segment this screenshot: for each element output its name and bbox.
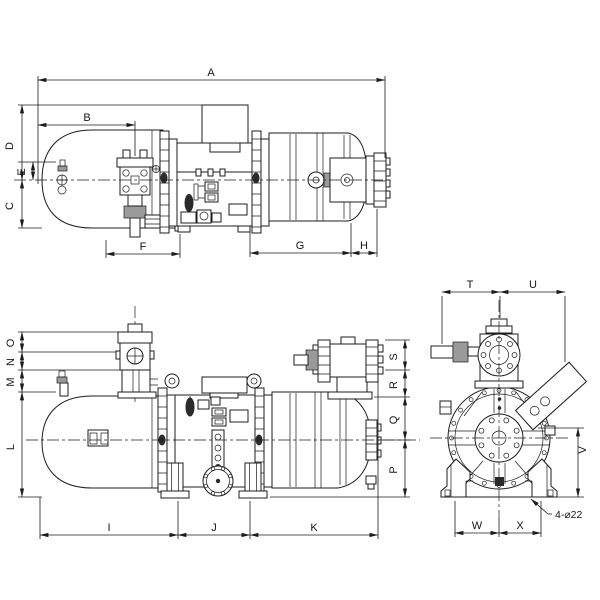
motor-housing-front: [271, 391, 382, 490]
mounting-feet: [160, 462, 268, 499]
dim-label-R: R: [388, 381, 400, 389]
compressor-body: [159, 104, 270, 234]
dim-label-S: S: [388, 353, 400, 360]
end-elevation-view: T U V W X 4-⌀22: [430, 279, 589, 537]
lifting-eye: [246, 373, 262, 389]
service-valve-tower: [115, 306, 158, 402]
dim-label-J: J: [211, 522, 217, 534]
terminal-box-front: [201, 376, 248, 394]
hole-callout: 4-⌀22: [530, 498, 582, 521]
suction-valve-end: [430, 318, 524, 389]
dim-label-K: K: [310, 522, 318, 534]
dim-label-P: P: [388, 466, 400, 473]
dim-label-D: D: [4, 142, 16, 150]
lifting-eye: [164, 373, 180, 389]
dim-label-W: W: [472, 520, 483, 532]
dim-label-G: G: [296, 240, 305, 252]
front-elevation-view: O N M L I J K S R Q P: [5, 306, 420, 539]
dim-label-B: B: [83, 112, 90, 124]
hole-note-label: 4-⌀22: [555, 509, 582, 521]
dim-label-F: F: [140, 241, 147, 253]
suction-valve-front: [293, 336, 384, 400]
dim-label-T: T: [467, 279, 474, 291]
junction-box: [514, 361, 588, 431]
terminal-box: [201, 104, 249, 144]
oil-separator-tank-front: [41, 370, 163, 489]
dim-label-N: N: [5, 358, 17, 366]
discharge-flange: [202, 465, 234, 497]
end-view-dimensions: T U V W X 4-⌀22: [441, 279, 589, 537]
dim-label-M: M: [5, 377, 17, 386]
side-view-dimensions: A B D C E F G H: [4, 67, 386, 258]
front-view-dimensions: O N M L I J K S R Q P: [5, 331, 410, 539]
dim-label-A: A: [207, 67, 215, 79]
dim-label-X: X: [516, 520, 524, 532]
side-elevation-view: A B D C E F G H: [4, 67, 392, 258]
dim-label-I: I: [107, 522, 110, 534]
compressor-body-front: [157, 373, 273, 499]
dim-label-O: O: [5, 338, 17, 347]
dim-label-U: U: [529, 279, 537, 291]
dim-label-H: H: [360, 240, 368, 252]
dim-label-Q: Q: [388, 415, 400, 424]
dim-label-V: V: [577, 446, 589, 454]
dim-label-E: E: [16, 168, 28, 175]
dim-label-C: C: [4, 202, 16, 210]
dim-label-L: L: [5, 444, 17, 450]
